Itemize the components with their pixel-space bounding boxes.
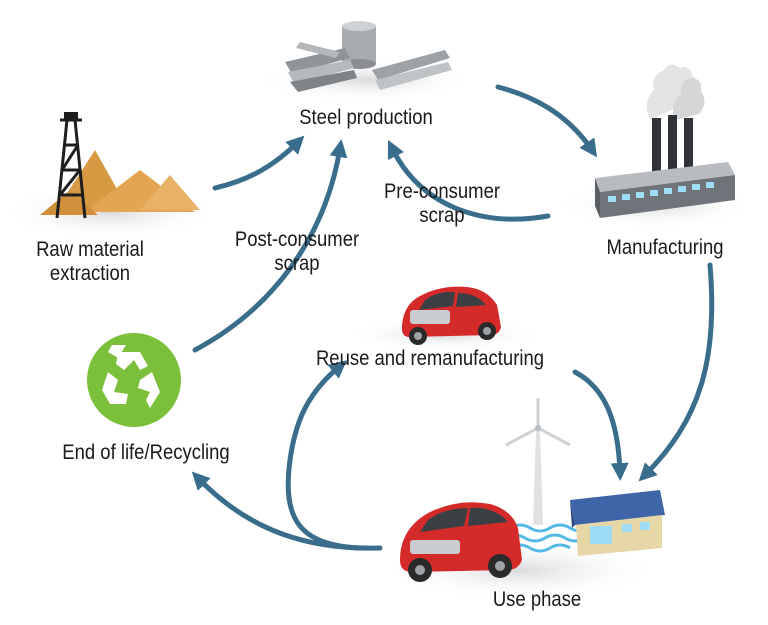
oil-derrick-icon — [40, 112, 200, 219]
factory-icon — [595, 64, 735, 218]
arrow-raw-to-steel — [212, 135, 305, 191]
label-use-phase: Use phase — [492, 588, 582, 611]
label-manufacturing: Manufacturing — [606, 236, 724, 259]
red-car-icon — [401, 286, 501, 345]
recycle-icon — [87, 333, 181, 427]
house-icon — [570, 490, 665, 556]
red-car-icon — [400, 502, 522, 582]
label-reuse-remanufacturing: Reuse and remanufacturing — [315, 347, 545, 370]
label-pre-consumer-scrap: Pre-consumer scrap — [383, 180, 501, 227]
wind-turbine-icon — [505, 398, 571, 525]
arrow-endoflife-to-steel — [192, 139, 348, 353]
arrow-use-to-endoflife — [191, 471, 383, 551]
label-post-consumer-scrap: Post-consumer scrap — [234, 228, 360, 275]
arrow-prescrap-to-steel — [387, 139, 551, 222]
label-raw-material-extraction: Raw material extraction — [36, 238, 144, 285]
arrow-steel-to-manufacturing — [495, 84, 598, 158]
arrow-use-to-reuse — [285, 360, 363, 551]
label-steel-production: Steel production — [299, 106, 433, 129]
label-end-of-life-recycling: End of life/Recycling — [62, 441, 230, 464]
steel-beams-icon — [285, 21, 452, 92]
arrow-reuse-to-use — [572, 369, 629, 481]
arrow-manufacturing-to-use — [638, 262, 715, 482]
